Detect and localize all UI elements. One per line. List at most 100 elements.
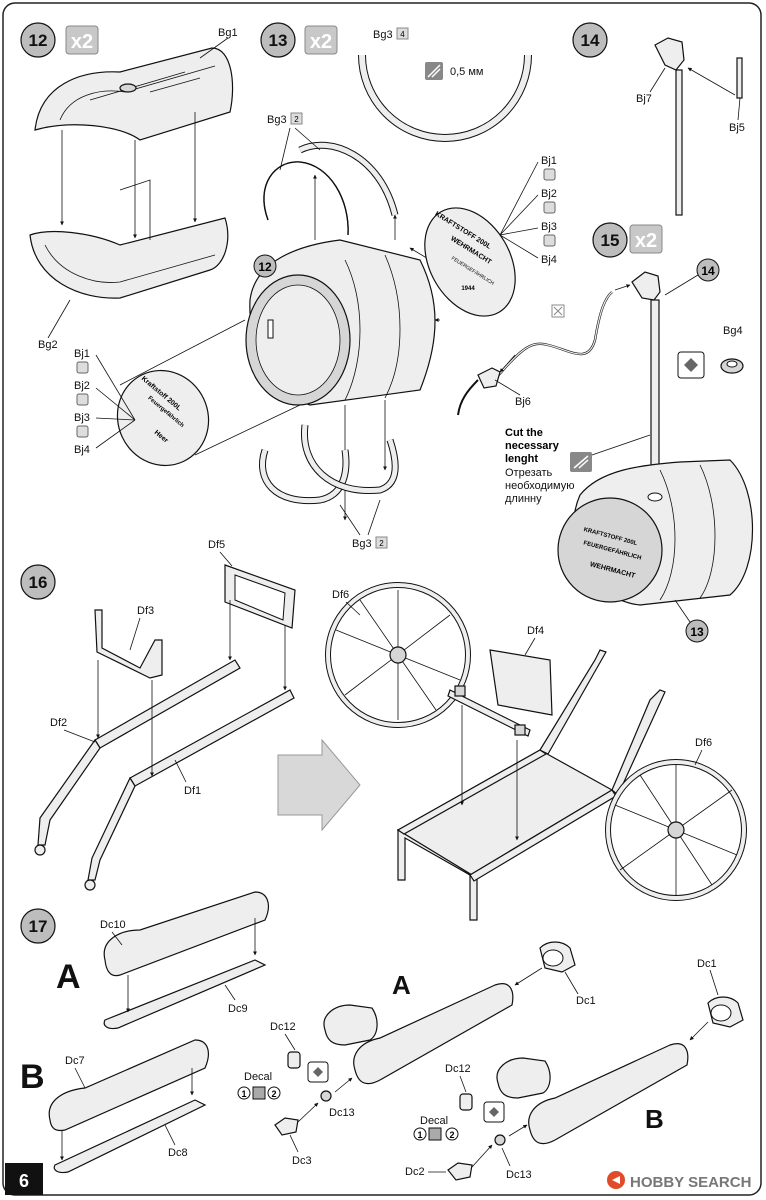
step-16: 16 Df3 Df5 Df2 Df1 Df6 bbox=[20, 539, 747, 921]
part-df6-right: Df6 bbox=[695, 737, 712, 749]
part-bj2-a: Bj2 bbox=[74, 380, 90, 392]
decal-label-a: Decal bbox=[244, 1071, 272, 1083]
cart-wheel-right bbox=[605, 759, 747, 901]
decal-1-b: 1 bbox=[417, 1130, 422, 1140]
part-df4: Df4 bbox=[527, 625, 544, 637]
page-number: 6 bbox=[19, 1171, 29, 1191]
part-dc13-b: Dc13 bbox=[506, 1169, 532, 1181]
variant-b-left: B bbox=[20, 1058, 45, 1096]
cap-dc12-a bbox=[323, 1004, 378, 1046]
cart-shaft-b bbox=[611, 689, 666, 796]
part-dc10: Dc10 bbox=[100, 919, 126, 931]
multiplier: x2 bbox=[310, 31, 332, 53]
cylinder-b bbox=[528, 1043, 689, 1145]
assembly-arrow bbox=[277, 738, 361, 832]
hose-nozzle bbox=[477, 367, 501, 389]
multiplier: x2 bbox=[635, 230, 657, 252]
part-dc13-a: Dc13 bbox=[329, 1107, 355, 1119]
step-badge bbox=[260, 22, 296, 58]
box-base-dc8 bbox=[53, 1099, 207, 1174]
part-dc9: Dc9 bbox=[228, 1003, 248, 1015]
cut-note-ru-3: длинну bbox=[505, 493, 542, 505]
part-bj1-a: Bj1 bbox=[74, 348, 90, 360]
step-number: 17 bbox=[29, 917, 48, 936]
part-bj3-b: Bj3 bbox=[541, 221, 557, 233]
part-df5: Df5 bbox=[208, 539, 225, 551]
pump-head bbox=[654, 37, 685, 71]
watermark: HOBBY SEARCH bbox=[607, 1171, 751, 1191]
part-bg4: Bg4 bbox=[723, 325, 743, 337]
step-badge bbox=[572, 22, 608, 58]
step-badge bbox=[20, 22, 56, 58]
cut-note-ru-2: необходимую bbox=[505, 480, 575, 492]
box-base-dc9 bbox=[103, 959, 267, 1030]
pin-dc12-a bbox=[287, 1051, 301, 1069]
brand-text: HOBBY SEARCH bbox=[630, 1174, 751, 1191]
part-bj4-b: Bj4 bbox=[541, 254, 557, 266]
barrel-upper-half bbox=[34, 47, 234, 141]
step-number: 14 bbox=[581, 31, 600, 50]
part-bg2: Bg2 bbox=[38, 339, 58, 351]
part-bg3-bottom: Bg3 bbox=[352, 538, 372, 550]
cap-dc12-b bbox=[496, 1057, 551, 1099]
part-bj5: Bj5 bbox=[729, 122, 745, 134]
cut-note-en-1: Cut the bbox=[505, 427, 543, 439]
variant-a-left: A bbox=[56, 958, 81, 996]
part-dc1-b: Dc1 bbox=[697, 958, 717, 970]
part-df6-left: Df6 bbox=[332, 589, 349, 601]
part-bj6: Bj6 bbox=[515, 396, 531, 408]
decal-1-a: 1 bbox=[241, 1089, 246, 1099]
step-badge bbox=[592, 222, 628, 258]
step-number: 15 bbox=[601, 231, 620, 250]
part-bj3-a: Bj3 bbox=[74, 412, 90, 424]
bracket-df3 bbox=[94, 609, 163, 679]
part-bj1-b: Bj1 bbox=[541, 155, 557, 167]
pump-assembly bbox=[631, 271, 661, 301]
lid-right bbox=[424, 207, 516, 317]
step-13: 13 x2 Bg3 4 0,5 мм Bg3 2 12 bbox=[74, 22, 557, 550]
part-bg3-top: Bg3 bbox=[267, 114, 287, 126]
step-15: 15 x2 14 Bj6 Bg4 Cut the necessary lengh… bbox=[457, 222, 753, 643]
part-dc12-b: Dc12 bbox=[445, 1063, 471, 1075]
washer-dc13-b bbox=[494, 1134, 506, 1146]
cut-note-en-3: lenght bbox=[505, 453, 538, 465]
thickness-note: 0,5 мм bbox=[450, 66, 483, 78]
drum-end bbox=[557, 497, 663, 603]
barrel-lower-half bbox=[29, 217, 229, 299]
decal-label-b: Decal bbox=[420, 1115, 448, 1127]
box-lid-dc7 bbox=[48, 1039, 209, 1132]
handle-df1 bbox=[87, 776, 136, 881]
variant-a-right: A bbox=[392, 970, 411, 1000]
nozzle-dc3 bbox=[274, 1117, 299, 1136]
decal-2-b: 2 bbox=[449, 1130, 454, 1140]
part-bg3-x4: Bg3 bbox=[373, 29, 393, 41]
multiplier-box bbox=[65, 25, 99, 55]
ref-step-13: 13 bbox=[690, 625, 704, 639]
part-dc1-a: Dc1 bbox=[576, 995, 596, 1007]
cylinder-a bbox=[353, 983, 514, 1085]
part-df3: Df3 bbox=[137, 605, 154, 617]
step-number: 16 bbox=[29, 573, 48, 592]
page-number-box bbox=[5, 1163, 43, 1195]
lid-right-text-4: 1944 bbox=[461, 286, 475, 292]
step-number: 13 bbox=[269, 31, 288, 50]
step-12: 12 x2 Bg1 Bg2 bbox=[20, 22, 238, 351]
part-bj2-b: Bj2 bbox=[541, 188, 557, 200]
part-dc3: Dc3 bbox=[292, 1155, 312, 1167]
step-17: 17 A B Dc10 Dc9 Dc7 Dc8 A Dc1 Dc12 bbox=[20, 891, 744, 1181]
box-lid-dc10 bbox=[103, 891, 269, 977]
part-bj4-a: Bj4 bbox=[74, 444, 90, 456]
variant-b-right: B bbox=[645, 1104, 664, 1134]
decal-2-a: 2 bbox=[271, 1089, 276, 1099]
part-bg1: Bg1 bbox=[218, 27, 238, 39]
lid-left bbox=[116, 369, 210, 467]
part-df1: Df1 bbox=[184, 785, 201, 797]
part-bj7: Bj7 bbox=[636, 93, 652, 105]
rail-lower bbox=[129, 689, 295, 787]
step-badge bbox=[20, 564, 56, 600]
bg3-count-top: 2 bbox=[294, 115, 299, 124]
multiplier-box bbox=[629, 224, 663, 254]
step-badge bbox=[20, 908, 56, 944]
cart-wheel-left bbox=[325, 582, 471, 728]
ref-step-12: 12 bbox=[258, 260, 272, 274]
